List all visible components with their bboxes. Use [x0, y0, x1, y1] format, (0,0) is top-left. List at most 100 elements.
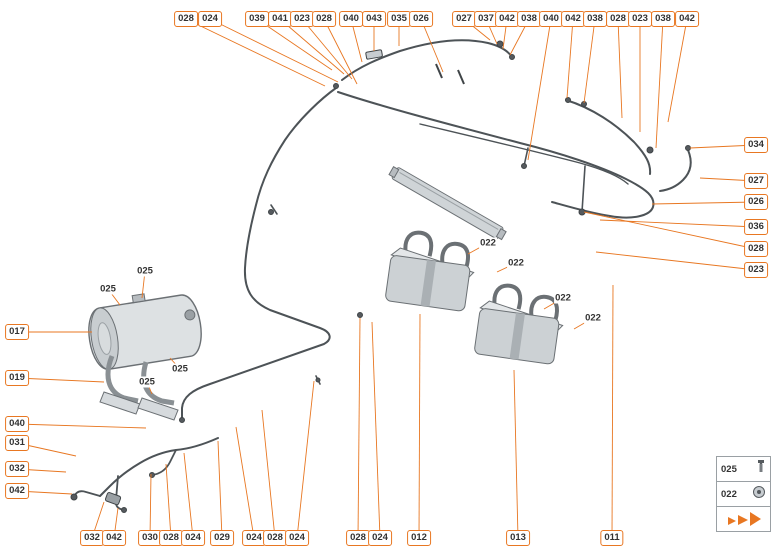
nut-icon [752, 485, 766, 504]
leader-line [301, 18, 353, 80]
callout-023[interactable]: 023 [290, 11, 314, 27]
legend: 025 022 [716, 456, 771, 532]
callout-040[interactable]: 040 [539, 11, 563, 27]
callout-038[interactable]: 038 [583, 11, 607, 27]
callout-023[interactable]: 023 [744, 262, 768, 278]
leader-line [149, 473, 152, 539]
leader-line [583, 211, 757, 250]
callout-024[interactable]: 024 [285, 530, 309, 546]
screw-icon [756, 459, 766, 480]
fuel-tank [88, 293, 202, 370]
callout-036[interactable]: 036 [744, 219, 768, 235]
leader-line [323, 18, 358, 85]
leader-line [595, 251, 757, 271]
callout-028[interactable]: 028 [312, 11, 336, 27]
part-label-022: 022 [554, 292, 572, 304]
leader-line [418, 313, 421, 539]
leader-line [371, 321, 381, 539]
callout-029[interactable]: 029 [210, 530, 234, 546]
callout-039[interactable]: 039 [245, 11, 269, 27]
callout-011[interactable]: 011 [600, 530, 624, 546]
callout-038[interactable]: 038 [651, 11, 675, 27]
leader-line [566, 18, 574, 99]
leader-line [296, 380, 315, 539]
callout-041[interactable]: 041 [268, 11, 292, 27]
tank-straps [105, 355, 175, 406]
leader-line [183, 452, 194, 539]
callout-027[interactable]: 027 [744, 173, 768, 189]
canister-1 [385, 230, 475, 312]
callout-028[interactable]: 028 [346, 530, 370, 546]
callout-012[interactable]: 012 [407, 530, 431, 546]
callout-040[interactable]: 040 [339, 11, 363, 27]
callout-035[interactable]: 035 [387, 11, 411, 27]
leader-line [279, 18, 345, 75]
legend-label: 022 [721, 488, 737, 500]
callout-017[interactable]: 017 [5, 324, 29, 340]
fittings [70, 40, 691, 513]
leader-line [667, 18, 688, 123]
leader-line [611, 284, 614, 539]
leader-line [357, 317, 361, 539]
callout-024[interactable]: 024 [368, 530, 392, 546]
callout-028[interactable]: 028 [263, 530, 287, 546]
brand-arrows-logo [717, 507, 770, 531]
callout-019[interactable]: 019 [5, 370, 29, 386]
leader-line [209, 18, 339, 83]
callout-032[interactable]: 032 [80, 530, 104, 546]
leader-line [513, 369, 519, 539]
mounting-rail [388, 166, 507, 241]
callout-026[interactable]: 026 [744, 194, 768, 210]
legend-label: 025 [721, 463, 737, 475]
callout-023[interactable]: 023 [628, 11, 652, 27]
leader-line [583, 18, 596, 104]
leader-line [256, 18, 333, 71]
callout-042[interactable]: 042 [5, 483, 29, 499]
callout-028[interactable]: 028 [744, 241, 768, 257]
leader-line [420, 18, 444, 73]
callout-024[interactable]: 024 [198, 11, 222, 27]
callout-042[interactable]: 042 [495, 11, 519, 27]
part-label-025: 025 [171, 363, 189, 375]
part-label-025: 025 [99, 283, 117, 295]
part-label-022: 022 [584, 312, 602, 324]
leader-line [617, 18, 623, 119]
leader-line [235, 426, 255, 539]
leader-line [261, 409, 276, 539]
callout-028[interactable]: 028 [159, 530, 183, 546]
leader-line [599, 219, 757, 228]
leader-line [165, 463, 172, 539]
leader-line [16, 377, 105, 383]
callout-042[interactable]: 042 [675, 11, 699, 27]
callout-026[interactable]: 026 [409, 11, 433, 27]
part-label-022: 022 [507, 257, 525, 269]
leader-line [651, 201, 757, 205]
strap-brackets [99, 391, 179, 421]
callout-042[interactable]: 042 [102, 530, 126, 546]
callout-028[interactable]: 028 [174, 11, 198, 27]
callout-024[interactable]: 024 [181, 530, 205, 546]
legend-row-022: 022 [717, 482, 770, 507]
legend-row-025: 025 [717, 457, 770, 482]
canister-2 [474, 283, 564, 365]
callout-013[interactable]: 013 [506, 530, 530, 546]
leader-line [527, 18, 552, 161]
callout-031[interactable]: 031 [5, 435, 29, 451]
callout-027[interactable]: 027 [452, 11, 476, 27]
callout-034[interactable]: 034 [744, 137, 768, 153]
callout-040[interactable]: 040 [5, 416, 29, 432]
callout-043[interactable]: 043 [362, 11, 386, 27]
leader-line [185, 18, 326, 87]
callout-038[interactable]: 038 [517, 11, 541, 27]
leader-line [16, 423, 147, 429]
callout-024[interactable]: 024 [242, 530, 266, 546]
part-label-025: 025 [136, 265, 154, 277]
callout-042[interactable]: 042 [561, 11, 585, 27]
leader-line [217, 440, 223, 539]
callout-028[interactable]: 028 [606, 11, 630, 27]
part-label-025: 025 [138, 376, 156, 388]
callout-032[interactable]: 032 [5, 461, 29, 477]
